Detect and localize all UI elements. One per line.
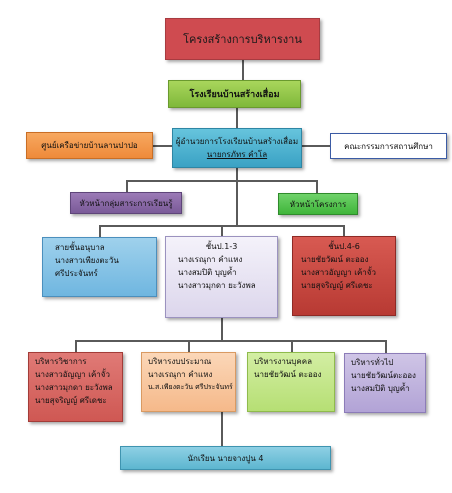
director-box: ผู้อำนวยการโรงเรียนบ้านสร้างเสื่อม นายกร… <box>172 128 302 168</box>
school-name: โรงเรียนบ้านสร้างเสื่อม <box>189 90 280 100</box>
level-kindergarten-member: นางสาวเพียงตะวัน <box>55 256 119 265</box>
connector-heads-bar <box>126 180 318 182</box>
network-center-label: ศูนย์เครือข่ายบ้านลานปาปอ <box>41 141 138 150</box>
connector-director-down <box>236 168 238 180</box>
connector-levels-down <box>221 318 223 340</box>
head-project-label: หัวหน้าโครงการ <box>289 199 347 209</box>
level-p1-3-member: นางสมปิติ บุญค้ำ <box>178 268 237 277</box>
head-project-box: หัวหน้าโครงการ <box>278 193 358 215</box>
level-kindergarten-member: ศรีประจันทร์ <box>55 269 98 278</box>
level-p4-6-title: ชั้นป.4-6 <box>328 242 360 251</box>
level-p1-3-member: นางสาวมุกดา ยะวังพล <box>178 281 256 290</box>
level-p1-3-title: ชั้นป.1-3 <box>205 242 238 251</box>
connector-center-director <box>153 145 172 147</box>
connector-center-trunk <box>236 180 238 225</box>
admin-academic-title: บริหารวิชาการ <box>35 357 87 366</box>
connector-level-kg <box>99 225 101 237</box>
admin-academic-member: นายสุจริญญ์ ศรีเดชะ <box>35 396 107 405</box>
connector-level-p13 <box>221 225 223 236</box>
connector-school-director <box>236 108 238 128</box>
level-p4-6-member: นายชัยวัฒน์ ตะออง <box>301 255 369 264</box>
admin-budget-title: บริหารงบประมาณ <box>148 357 212 366</box>
admin-general-title: บริหารทั่วไป <box>351 358 394 367</box>
level-kindergarten-title: สายชั้นอนุบาล <box>55 243 105 252</box>
head-learning-label: หัวหน้ากลุ่มสาระการเรียนรู้ <box>79 198 173 208</box>
connector-admin-students <box>221 412 223 446</box>
head-learning-box: หัวหน้ากลุ่มสาระการเรียนรู้ <box>70 192 182 214</box>
students-label: นักเรียน นายจางปูน 4 <box>187 453 264 463</box>
admin-personnel-member: นายชัยวัฒน์ ตะออง <box>254 370 322 379</box>
connector-head-learning <box>126 180 128 192</box>
connector-level-p46 <box>343 225 345 236</box>
level-p4-6-box: ชั้นป.4-6 นายชัยวัฒน์ ตะออง นางสาวอัญญา … <box>292 236 396 316</box>
level-p4-6-member: นายสุจริญญ์ ศรีเดชะ <box>301 281 373 290</box>
admin-personnel-box: บริหารงานบุคคล นายชัยวัฒน์ ตะออง <box>247 352 335 412</box>
committee-label: คณะกรรมการสถานศึกษา <box>344 141 433 151</box>
admin-general-box: บริหารทั่วไป นายชัยวัฒน์ตะออง นางสมปิติ … <box>344 353 426 413</box>
admin-academic-member: นางสาวมุกดา ยะวังพล <box>35 383 113 392</box>
level-p1-3-member: นางเรณุกา คำแหง <box>178 255 243 264</box>
chart-title: โครงสร้างการบริหารงาน <box>183 33 302 46</box>
admin-budget-member: นางเรณุกา คำแหง <box>148 370 213 379</box>
level-p4-6-member: นางสาวอัญญา เค้าจั้ว <box>301 268 376 277</box>
connector-director-committee <box>302 145 330 147</box>
committee-box: คณะกรรมการสถานศึกษา <box>330 133 447 159</box>
connector-title-school <box>242 60 244 80</box>
admin-general-member: นางสมปิติ บุญค้ำ <box>351 384 410 393</box>
connector-admin-general <box>385 340 387 353</box>
connector-admin-budget <box>188 340 190 352</box>
admin-personnel-title: บริหารงานบุคคล <box>254 357 312 366</box>
admin-budget-member: น.ส.เพียงตะวัน ศรีประจันทร์ <box>148 383 233 391</box>
school-box: โรงเรียนบ้านสร้างเสื่อม <box>168 80 301 108</box>
admin-academic-member: นางสาวอัญญา เค้าจั้ว <box>35 370 110 379</box>
chart-title-box: โครงสร้างการบริหารงาน <box>165 18 320 60</box>
admin-academic-box: บริหารวิชาการ นางสาวอัญญา เค้าจั้ว นางสา… <box>28 352 123 422</box>
admin-general-member: นายชัยวัฒน์ตะออง <box>351 371 416 380</box>
level-kindergarten-box: สายชั้นอนุบาล นางสาวเพียงตะวัน ศรีประจัน… <box>42 237 157 297</box>
director-name: นายกรภัทร คำโล <box>206 150 268 159</box>
connector-admin-personnel <box>291 340 293 352</box>
students-box: นักเรียน นายจางปูน 4 <box>120 446 331 470</box>
director-role: ผู้อำนวยการโรงเรียนบ้านสร้างเสื่อม <box>175 137 299 146</box>
admin-budget-box: บริหารงบประมาณ นางเรณุกา คำแหง น.ส.เพียง… <box>141 352 236 412</box>
level-p1-3-box: ชั้นป.1-3 นางเรณุกา คำแหง นางสมปิติ บุญค… <box>165 236 278 318</box>
connector-admin-academic <box>75 340 77 352</box>
network-center-box: ศูนย์เครือข่ายบ้านลานปาปอ <box>26 132 153 159</box>
connector-head-project <box>316 180 318 193</box>
connector-admin-bar <box>75 340 386 342</box>
